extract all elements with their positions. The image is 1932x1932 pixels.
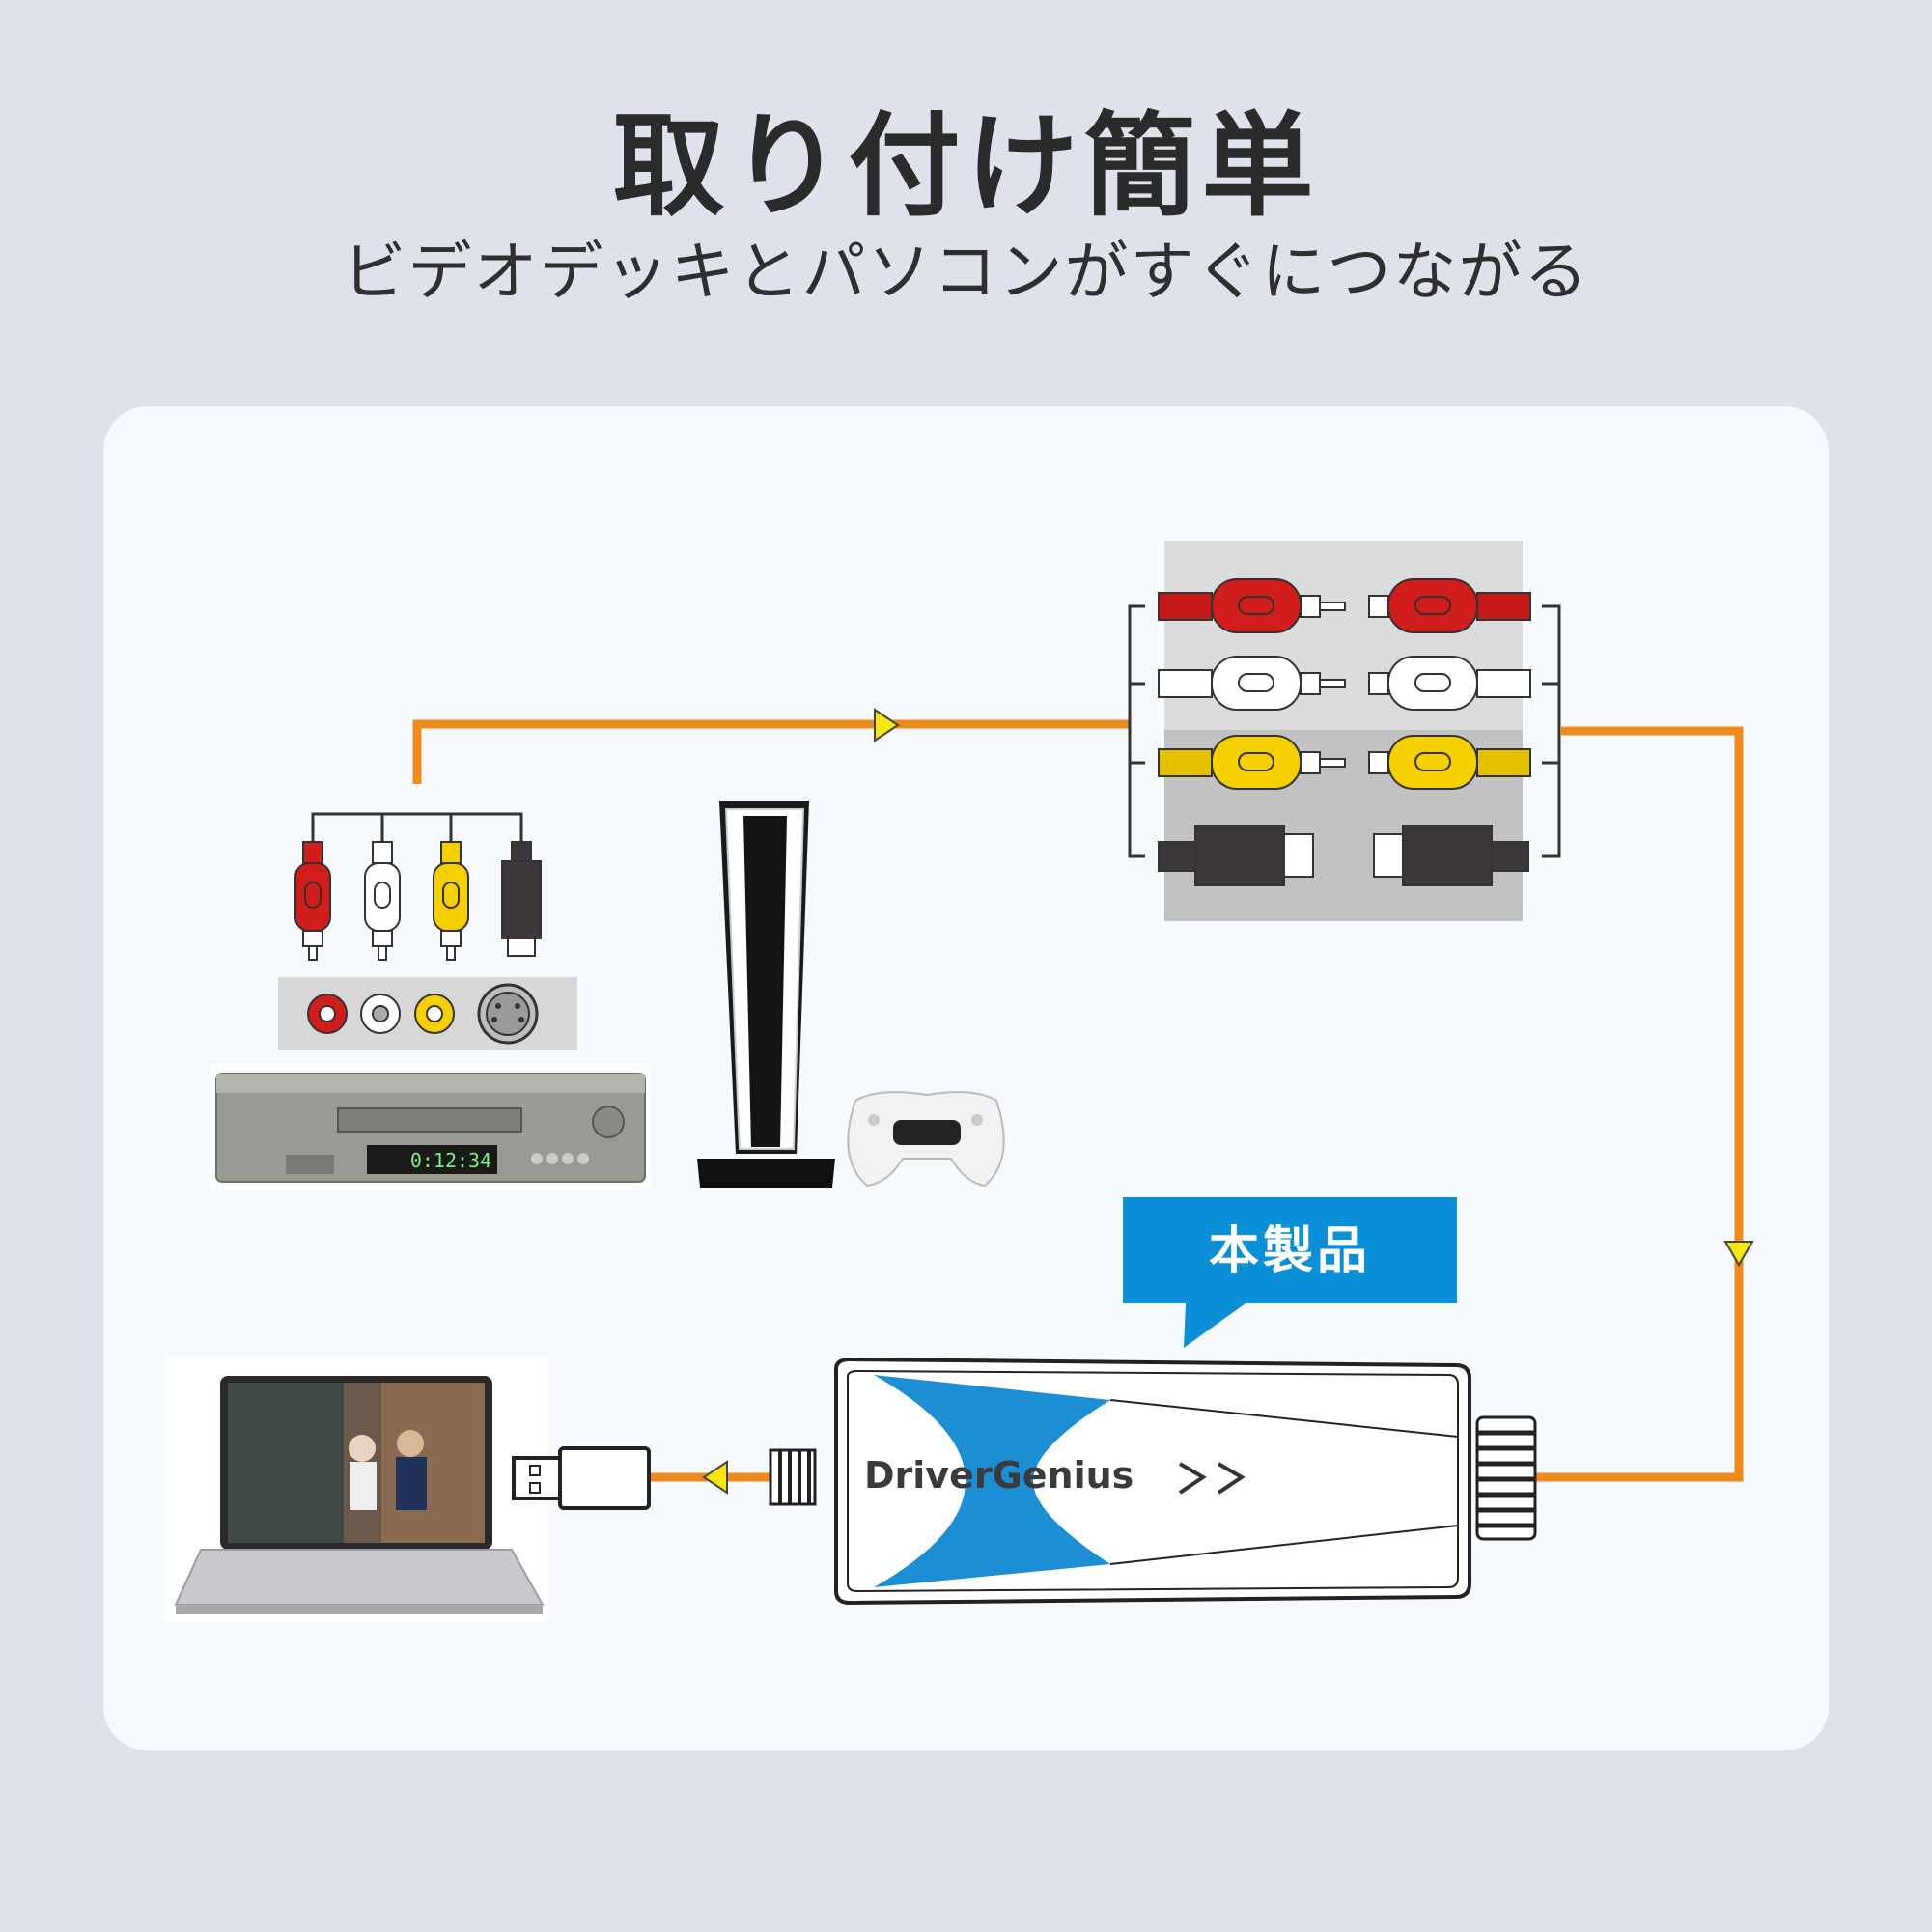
arrow-right-icon	[874, 708, 900, 742]
arrow-down-icon	[1723, 1241, 1754, 1267]
svideo-plug-right	[1373, 825, 1529, 886]
game-controller-icon	[847, 1091, 1005, 1188]
laptop-icon	[164, 1356, 548, 1622]
game-console-icon	[697, 801, 835, 1188]
page-subtitle: ビデオデッキとパソコンがすぐにつながる	[342, 235, 1590, 309]
vcr-icon	[210, 1064, 651, 1190]
av-cable-plugs	[294, 812, 542, 961]
rca-plug-white-left	[1158, 656, 1346, 711]
capture-device	[769, 1357, 1537, 1606]
product-badge-label: 本製品	[1208, 1222, 1371, 1280]
page-title: 取り付け簡単	[612, 101, 1320, 232]
rca-plug-yellow-right	[1368, 735, 1531, 790]
rca-plug-yellow-left	[1158, 735, 1346, 790]
usb-plug-icon	[512, 1446, 651, 1510]
cable-adapter-to-device	[1535, 726, 1744, 1482]
av-jacks-panel	[278, 977, 577, 1050]
cable-vcr-to-adapter	[412, 719, 1130, 784]
rca-plug-red-left	[1158, 578, 1346, 633]
svideo-plug-left	[1158, 825, 1314, 886]
rca-plug-white-right	[1368, 656, 1531, 711]
device-brand-label: DriverGenius	[864, 1454, 1134, 1497]
arrow-left-icon	[702, 1460, 728, 1495]
vcr-display-readout: 0:12:34	[409, 1149, 492, 1172]
rca-plug-red-right	[1368, 578, 1531, 633]
rca-adapter-cables	[1128, 541, 1561, 921]
product-badge	[1123, 1197, 1457, 1348]
